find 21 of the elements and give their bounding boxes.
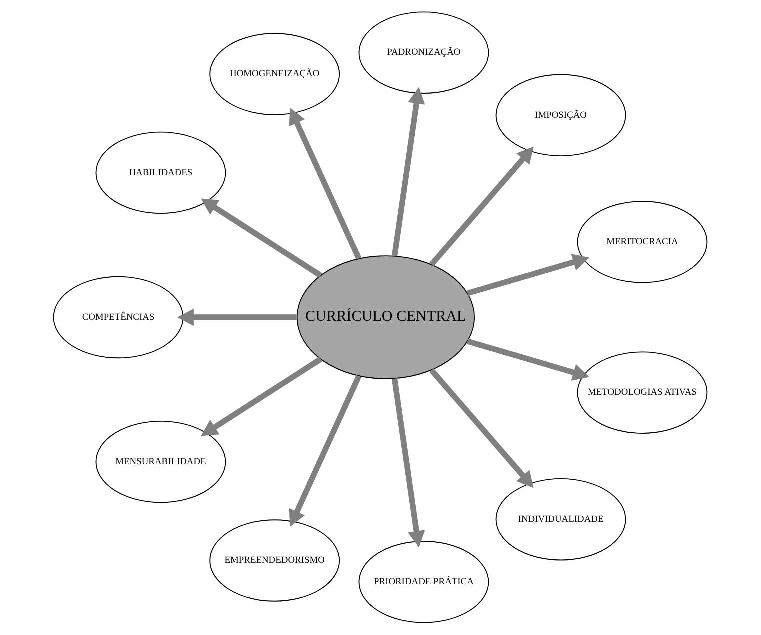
node-ellipse: METODOLOGIAS ATIVAS: [577, 352, 708, 434]
node-ellipse: PRIORIDADE PRÁTICA: [358, 541, 490, 624]
arrow: [430, 146, 534, 267]
arrow: [289, 375, 362, 527]
node-ellipse: INDIVIDUALIDADE: [496, 478, 626, 561]
node-ellipse: HOMOGENEIZAÇÃO: [210, 33, 340, 116]
node-ellipse: MERITOCRACIA: [577, 201, 708, 284]
node-ellipse: PADRONIZAÇÃO: [358, 12, 490, 94]
node-ellipse: CURRÍCULO CENTRAL: [296, 256, 476, 380]
arrow: [201, 198, 322, 278]
arrow: [467, 338, 590, 381]
arrow: [392, 378, 426, 548]
node-ellipse: COMPETÊNCIAS: [53, 276, 184, 359]
arrow: [430, 368, 534, 488]
arrow: [467, 254, 590, 296]
arrow: [289, 108, 362, 260]
arrow: [201, 356, 322, 436]
node-ellipse: EMPREENDEDORISMO: [210, 520, 340, 602]
node-ellipse: IMPOSIÇÃO: [496, 74, 626, 157]
arrow: [177, 308, 297, 326]
arrow: [392, 87, 426, 256]
